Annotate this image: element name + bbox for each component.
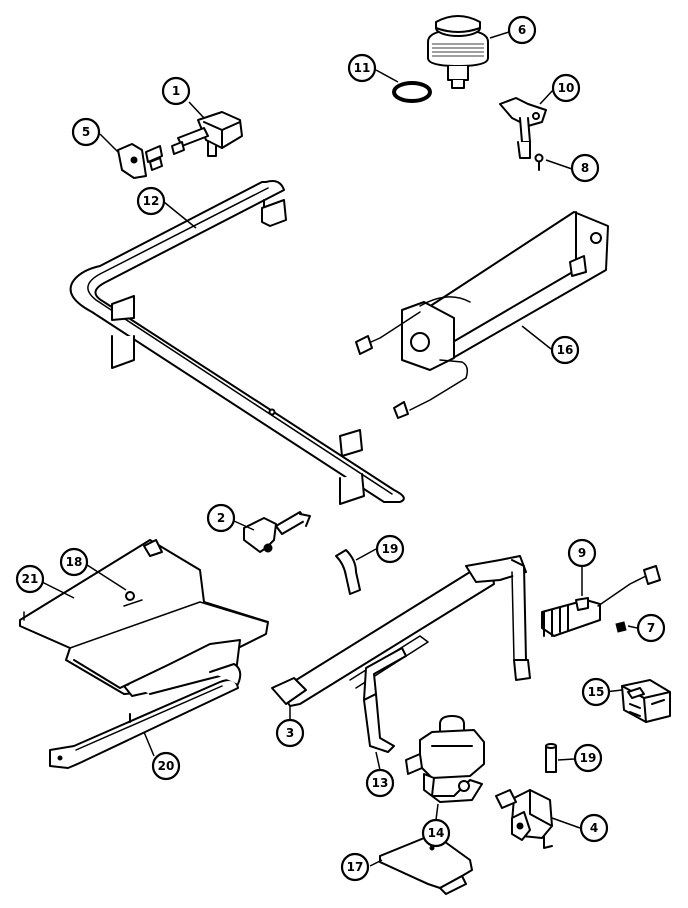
part-21-shield: [19, 539, 269, 697]
callout-11: 11: [347, 53, 377, 83]
callout-21-label: 21: [22, 572, 39, 586]
callout-5: 5: [71, 117, 101, 147]
callout-18: 18: [59, 547, 89, 577]
callout-9-label: 9: [578, 546, 586, 560]
callout-10: 10: [551, 73, 581, 103]
callout-9: 9: [567, 538, 597, 568]
part-20-bracket: [49, 663, 242, 769]
part-13-tube: [363, 647, 407, 753]
part-14-valve: [405, 715, 485, 803]
callouts: 1 5 6 11 10 8 12 16: [15, 15, 666, 882]
callout-4-label: 4: [590, 821, 598, 835]
part-12-manifold: [69, 180, 405, 505]
callout-13: 13: [365, 768, 395, 798]
callout-14: 14: [421, 818, 451, 848]
part-2-pilot-bracket: [243, 511, 311, 553]
callout-17-label: 17: [347, 860, 364, 874]
callout-2: 2: [206, 503, 236, 533]
callout-15: 15: [581, 677, 611, 707]
callout-5-label: 5: [82, 125, 90, 139]
callout-8-label: 8: [581, 161, 589, 175]
callout-16: 16: [550, 335, 580, 365]
callout-7-label: 7: [647, 621, 655, 635]
callout-17: 17: [340, 852, 370, 882]
part-10-bracket: [499, 97, 547, 159]
part-19-tube-upper: [335, 549, 361, 595]
part-8-screw: [534, 153, 544, 171]
part-19-tube-lower: [545, 743, 557, 773]
part-9-harness: [541, 565, 661, 637]
callout-8: 8: [570, 153, 600, 183]
callout-4: 4: [579, 813, 609, 843]
part-3-tubing: [271, 555, 531, 707]
callout-12-label: 12: [143, 194, 160, 208]
callout-1-label: 1: [172, 84, 180, 98]
part-5-bracket: [117, 143, 163, 179]
callout-6: 6: [507, 15, 537, 45]
callout-2-label: 2: [217, 511, 225, 525]
callout-7: 7: [636, 613, 666, 643]
part-15-module: [621, 679, 671, 723]
callout-6-label: 6: [518, 23, 526, 37]
callout-3-label: 3: [286, 726, 294, 740]
callout-21: 21: [15, 564, 45, 594]
callout-12: 12: [136, 186, 166, 216]
callout-14-label: 14: [428, 826, 445, 840]
part-4-valve: [495, 789, 553, 849]
part-16-bracket-assembly: [355, 211, 609, 419]
callout-10-label: 10: [558, 81, 575, 95]
callout-19-lower-label: 19: [580, 751, 597, 765]
callout-3: 3: [275, 718, 305, 748]
part-17-plate: [379, 833, 473, 895]
callout-11-label: 11: [354, 61, 371, 75]
callout-19-lower: 19: [573, 743, 603, 773]
callout-1: 1: [161, 76, 191, 106]
part-6-regulator: [427, 15, 489, 89]
part-7-clip: [615, 621, 627, 633]
callout-16-label: 16: [557, 343, 574, 357]
part-1-switch: [171, 111, 243, 157]
callout-19-upper: 19: [375, 534, 405, 564]
part-11-o-ring: [392, 81, 432, 103]
callout-20-label: 20: [158, 759, 175, 773]
callout-19-upper-label: 19: [382, 542, 399, 556]
callout-15-label: 15: [588, 685, 605, 699]
callout-18-label: 18: [66, 555, 83, 569]
callout-13-label: 13: [372, 776, 389, 790]
callout-20: 20: [151, 751, 181, 781]
